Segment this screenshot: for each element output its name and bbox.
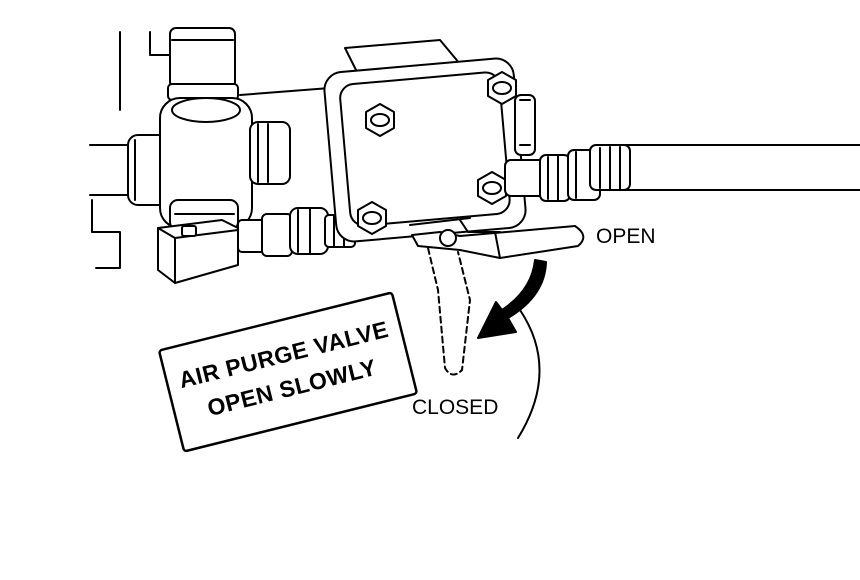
drain-block: [157, 219, 239, 284]
bolt-top-left: [365, 103, 395, 137]
valve-handle-closed: [427, 247, 471, 376]
label-closed: CLOSED: [412, 396, 498, 419]
bolt-bottom-left: [357, 201, 387, 235]
label-open: OPEN: [596, 225, 656, 248]
cross-fitting: [127, 97, 291, 231]
valve-housing: [323, 39, 527, 243]
frame-lines: [89, 31, 860, 439]
housing-bolts: [357, 71, 517, 235]
rotation-arrow: [477, 259, 547, 339]
supply-line: [504, 94, 631, 202]
warning-plate: [158, 291, 418, 453]
valve-handle-open: [411, 225, 585, 259]
bolt-bottom-right: [477, 171, 507, 205]
vertical-pipe: [167, 27, 239, 101]
bolt-top-right: [487, 71, 517, 105]
